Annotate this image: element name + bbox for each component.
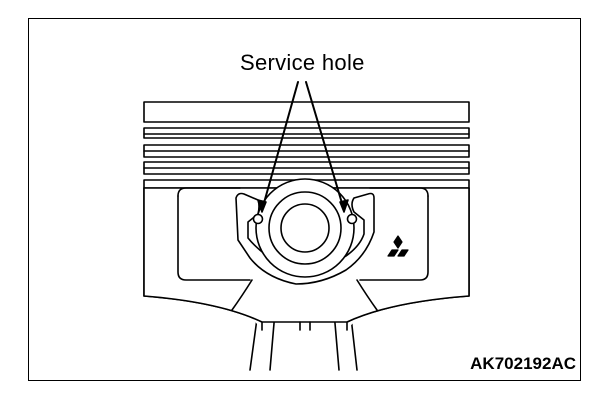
service-hole-left <box>252 213 264 225</box>
callout-arrows <box>257 81 349 213</box>
piston-crown <box>143 101 470 189</box>
service-hole-right <box>346 213 358 225</box>
figure-id: AK702192AC <box>470 354 576 373</box>
three-diamond-logo-icon <box>387 235 409 257</box>
service-hole-label: Service hole <box>240 50 365 75</box>
pin-boss <box>235 178 375 285</box>
